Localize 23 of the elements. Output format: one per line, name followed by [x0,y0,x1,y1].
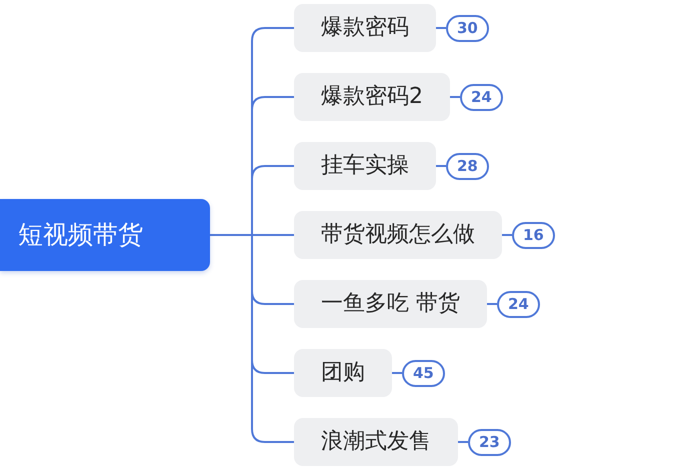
count-badge: 30 [446,14,489,42]
subtopic-box: 带货视频怎么做 [294,211,502,259]
subtopic-box: 爆款密码 [294,4,436,52]
central-topic-box: 短视频带货 [0,199,210,271]
count-badge: 16 [512,222,555,248]
count-badge: 23 [468,428,511,456]
connector-line [392,372,402,374]
count-badge: 24 [497,290,540,318]
subtopic-box: 团购 [294,349,392,397]
connector-line [210,234,294,443]
connector-line [436,165,446,167]
connector-line [458,441,468,443]
connector-line [450,96,460,98]
connector-line [436,27,446,29]
count-badge: 45 [402,360,445,386]
subtopic-box: 一鱼多吃 带货 [294,280,487,328]
subtopic-box: 浪潮式发售 [294,418,458,466]
count-badge: 24 [460,84,503,110]
connector-line [487,303,497,305]
count-badge: 28 [446,152,489,180]
connector-line [502,234,512,236]
subtopic-box: 爆款密码2 [294,73,450,121]
subtopic-box: 挂车实操 [294,142,436,190]
